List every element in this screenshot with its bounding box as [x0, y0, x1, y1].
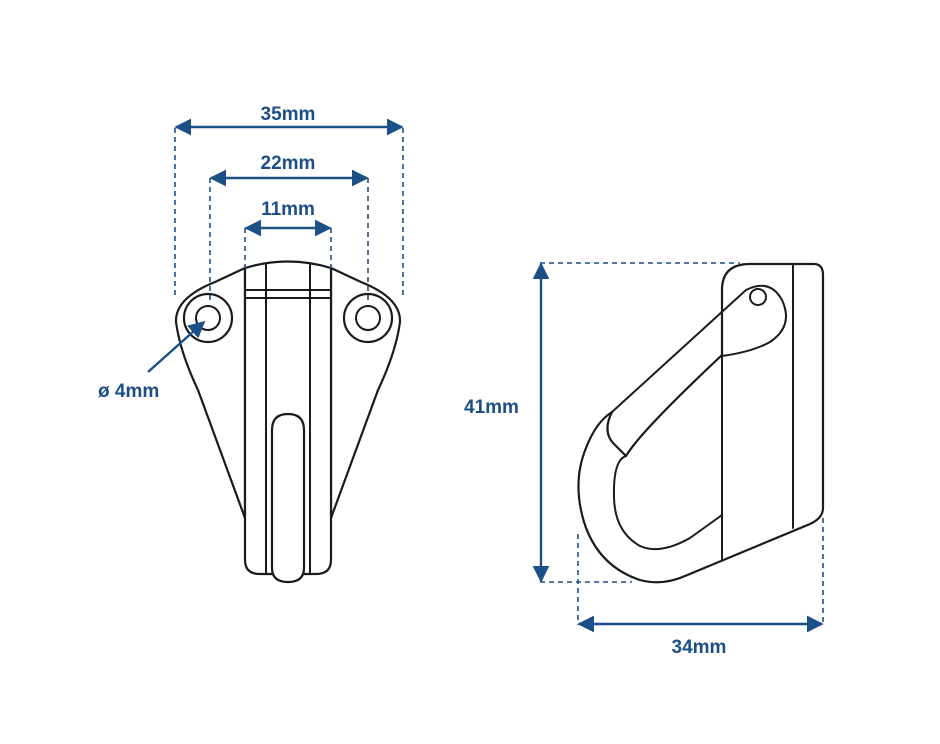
dim-34mm-label: 34mm — [672, 637, 727, 658]
side-body — [577, 262, 825, 584]
dim-hole-arrow — [147, 320, 206, 373]
side-pin-hole — [749, 288, 767, 306]
side-dimension-guides — [540, 262, 824, 625]
front-dimension-guides — [174, 128, 404, 300]
dim-41mm-label: 41mm — [464, 397, 519, 418]
side-hook-arm — [611, 284, 787, 413]
side-hook-curve — [612, 455, 723, 551]
dim-22mm-label: 22mm — [261, 153, 316, 174]
front-hook-tongue — [270, 412, 306, 584]
dim-35mm-label: 35mm — [261, 104, 316, 125]
right-screw-hole — [342, 292, 394, 344]
dim-11mm-label: 11mm — [261, 199, 315, 220]
side-view — [577, 262, 825, 584]
front-view — [174, 260, 402, 584]
dim-hole-label: ø 4mm — [98, 381, 159, 402]
